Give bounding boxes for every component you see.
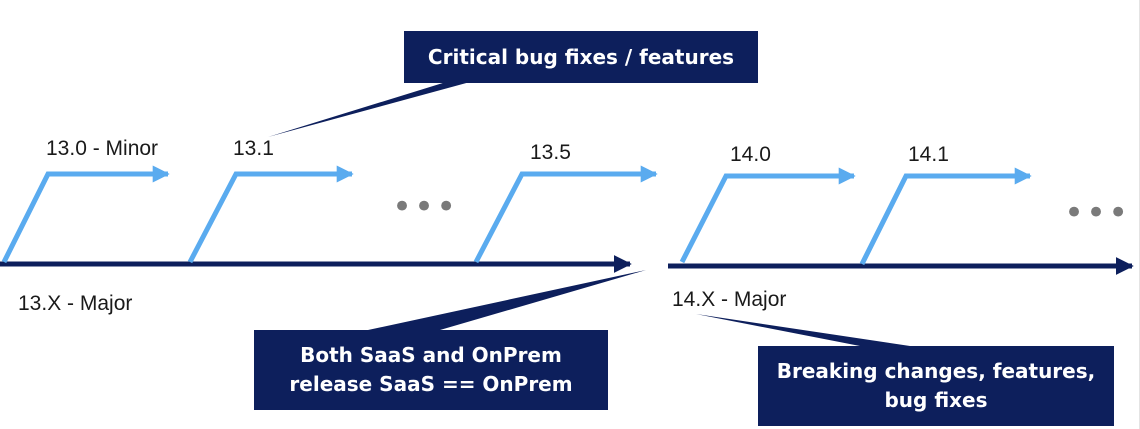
- callout-critical-fixes: Critical bug fixes / features: [404, 31, 758, 83]
- ellipsis-14: •••: [1064, 193, 1131, 233]
- major-label-14x: 14.X - Major: [672, 288, 787, 311]
- release-arrow-13-1: [187, 165, 354, 264]
- release-label-14-1: 14.1: [908, 143, 949, 166]
- release-label-13-5: 13.5: [530, 141, 571, 164]
- callout-pointer-saas: [368, 270, 646, 330]
- callout-breaking-changes: Breaking changes, features, bug fixes: [758, 346, 1114, 426]
- release-arrow-13-0: [1, 165, 170, 264]
- release-label-13-0: 13.0 - Minor: [46, 137, 159, 160]
- callout-critical-line-1: Critical bug fixes / features: [427, 44, 735, 69]
- release-label-13-1: 13.1: [233, 137, 274, 160]
- release-label-14-0: 14.0: [730, 143, 771, 166]
- callout-pointer-breaking: [696, 314, 910, 346]
- callout-breaking-line-1: Breaking changes, features,: [776, 359, 1096, 383]
- release-arrow-14-0: [679, 167, 856, 264]
- callout-saas-line-2: release SaaS == OnPrem: [289, 372, 573, 396]
- callout-pointer-critical: [268, 82, 470, 137]
- major-label-13x: 13.X - Major: [18, 292, 133, 315]
- release-arrow-14-1: [859, 167, 1032, 266]
- release-arrow-13-5: [473, 165, 658, 264]
- callout-saas-onprem: Both SaaS and OnPrem release SaaS == OnP…: [254, 330, 608, 410]
- ellipsis-13: •••: [392, 187, 459, 227]
- callout-breaking-line-2: bug fixes: [884, 388, 988, 412]
- callout-saas-line-1: Both SaaS and OnPrem: [300, 343, 562, 367]
